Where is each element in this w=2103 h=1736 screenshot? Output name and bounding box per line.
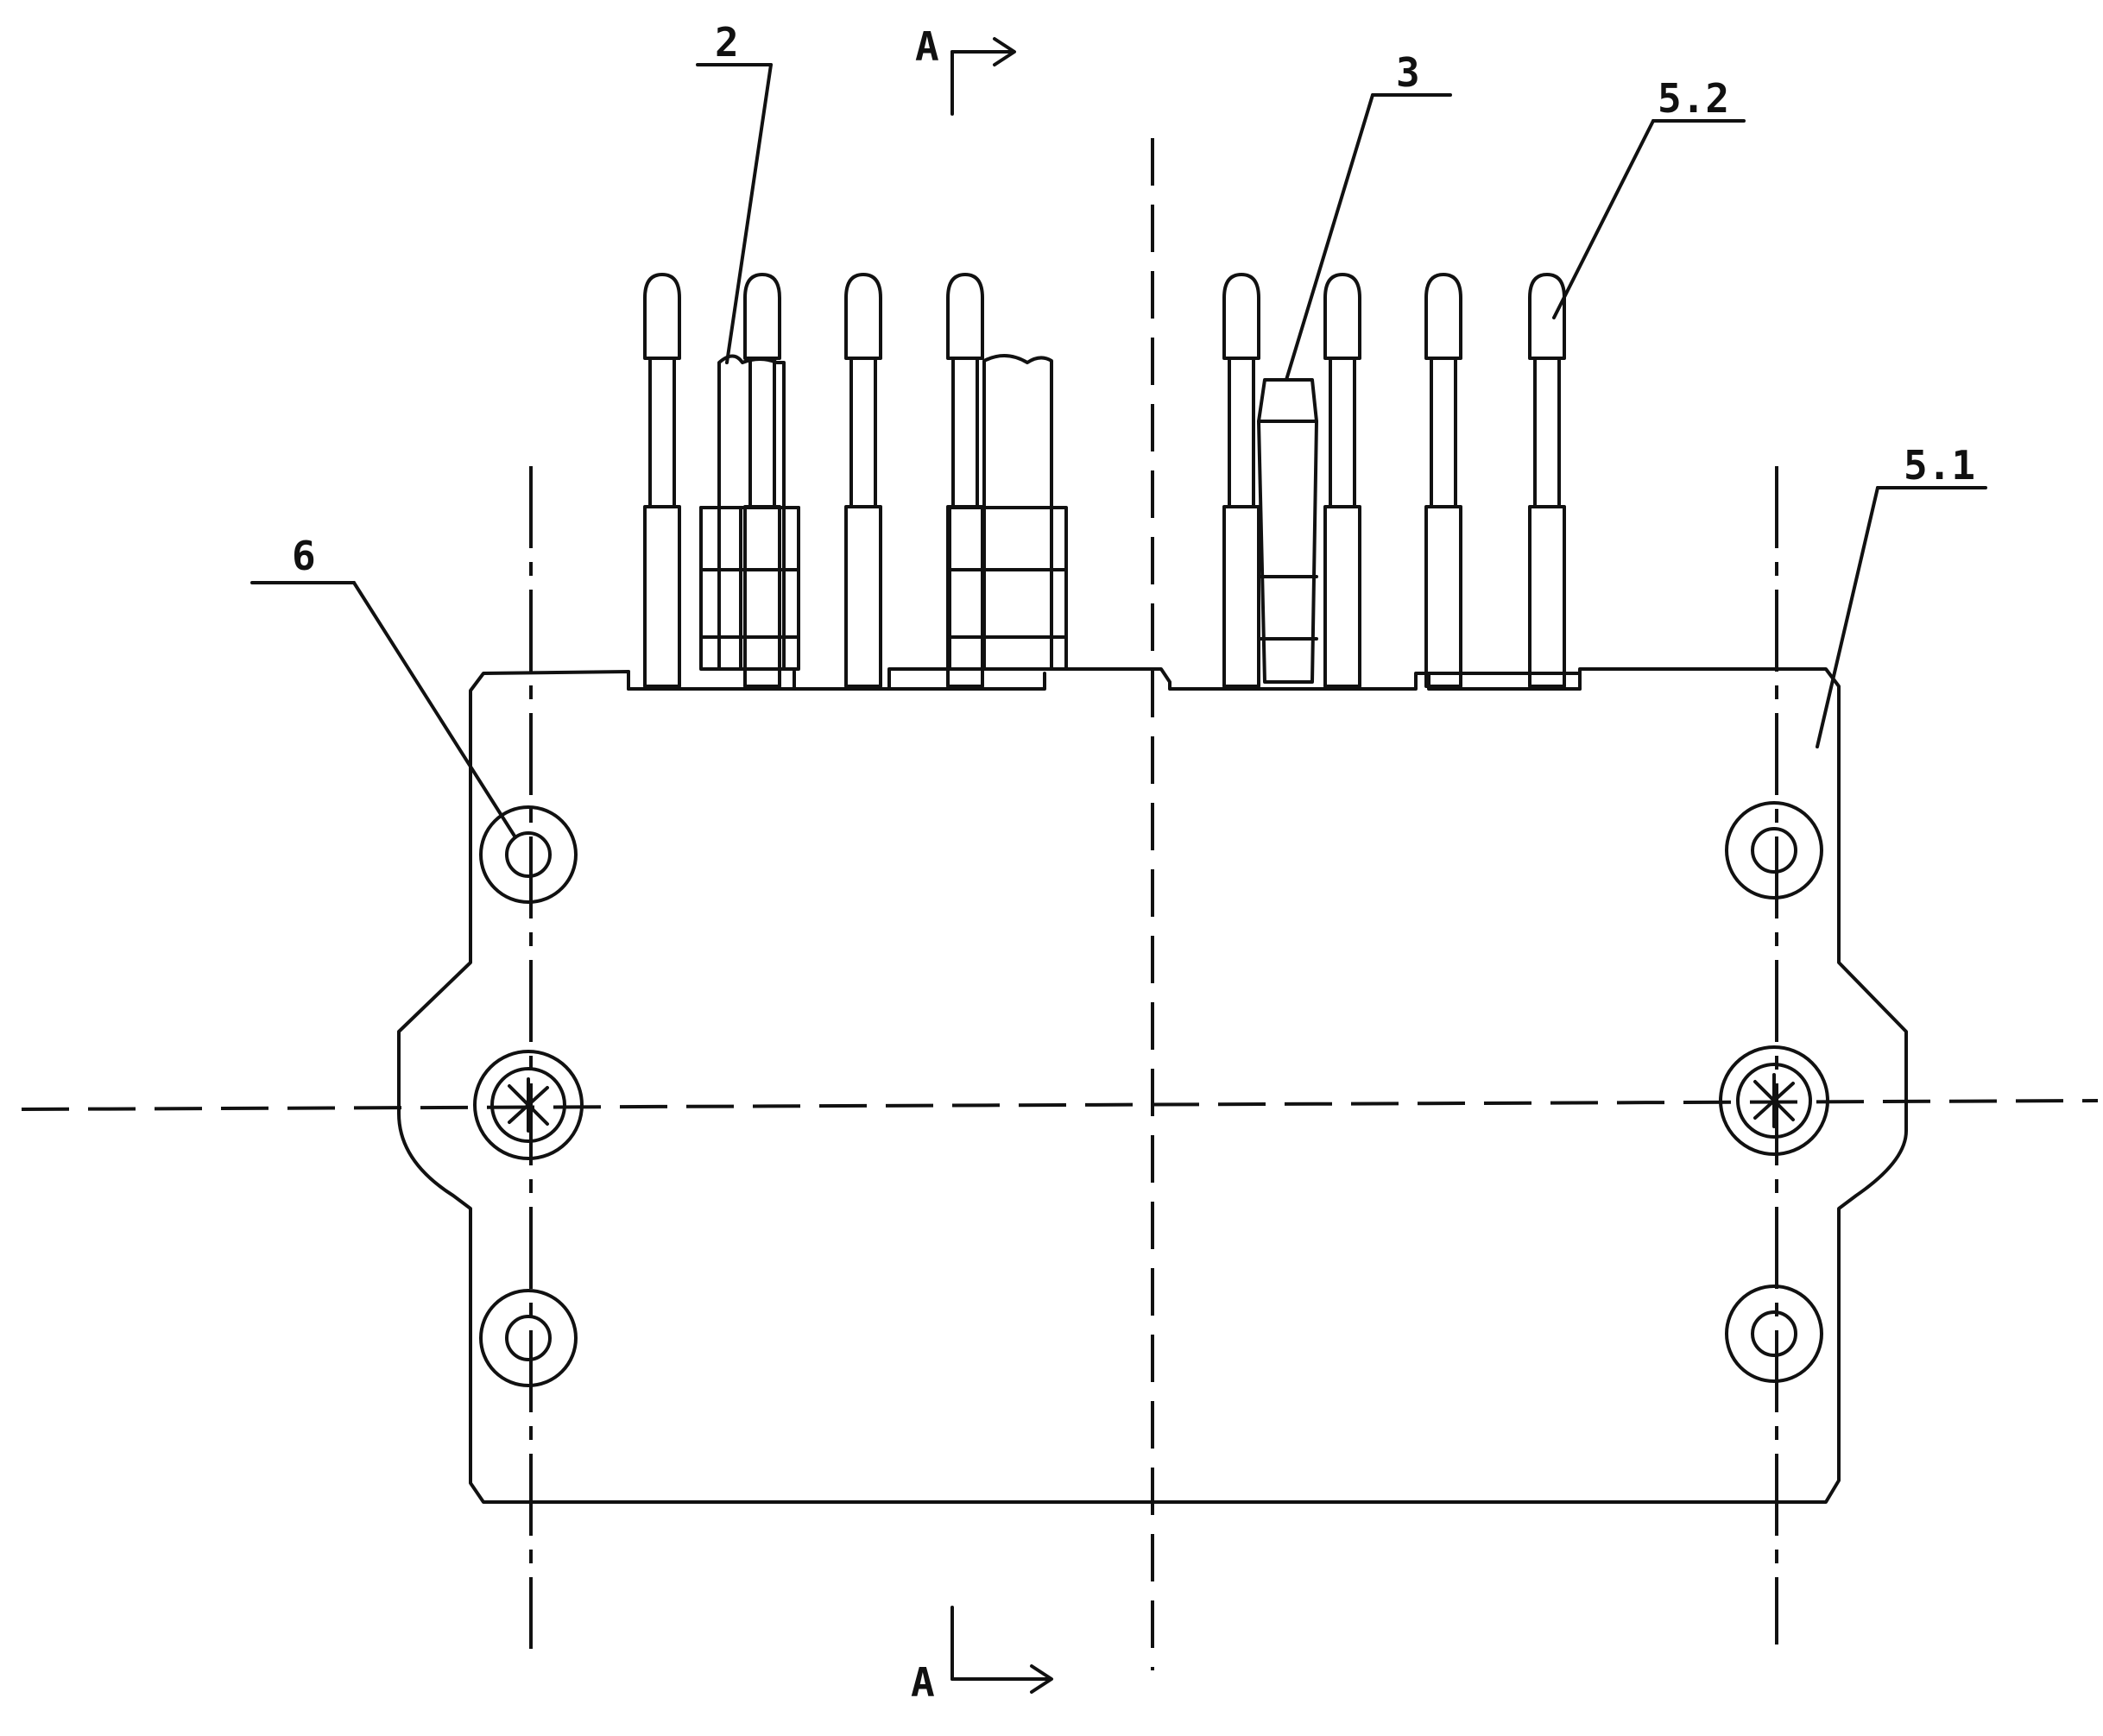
label-section-bottom: A	[911, 1659, 935, 1706]
screw-right	[1719, 1045, 1829, 1156]
hole-bottom-left	[479, 1289, 578, 1387]
part-3-block	[1257, 378, 1318, 684]
terminal-pin	[946, 273, 984, 688]
plate-top-step-mid	[887, 672, 1046, 691]
section-marker-top	[950, 37, 1016, 116]
label-part-5-2: 5.2	[1658, 75, 1729, 122]
part-2-block	[699, 354, 800, 671]
terminal-pin	[1424, 273, 1462, 688]
section-marker-bottom	[950, 1606, 1053, 1694]
label-part-2: 2	[715, 19, 739, 66]
label-part-5-1: 5.1	[1904, 442, 1975, 489]
terminal-pin	[1222, 273, 1260, 688]
leader-part-2	[696, 63, 773, 364]
label-section-top: A	[915, 23, 939, 70]
plate-top-step-left	[627, 670, 796, 691]
terminal-pin	[1528, 273, 1566, 688]
base-plate-outline	[397, 667, 1908, 1504]
leader-part-5-1	[1816, 486, 1987, 748]
plate-top-step-right	[1427, 672, 1582, 691]
terminal-pin	[743, 273, 781, 688]
label-part-3: 3	[1396, 49, 1420, 96]
terminal-pin	[1323, 273, 1361, 688]
hole-top-right	[1725, 801, 1823, 900]
label-part-6: 6	[292, 533, 316, 579]
horizontal-centerline	[21, 1099, 2099, 1111]
screw-left	[473, 1050, 584, 1160]
hole-bottom-right	[1725, 1285, 1823, 1383]
hole-top-left	[479, 805, 578, 904]
leader-part-6	[250, 581, 517, 839]
terminal-pin	[643, 273, 681, 688]
terminal-pin	[844, 273, 882, 688]
leader-part-5-2	[1552, 119, 1746, 319]
leader-part-3	[1285, 93, 1452, 382]
block-center-left	[948, 354, 1068, 671]
